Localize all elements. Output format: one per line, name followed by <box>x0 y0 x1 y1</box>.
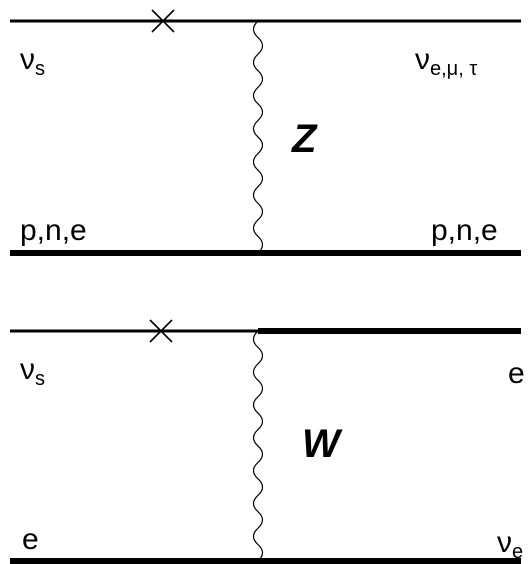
bottom-outgoing-electron-label: e <box>508 357 525 390</box>
mixing-cross-icon <box>149 319 173 343</box>
bottom-incoming-electron-label: e <box>22 523 39 556</box>
z-boson-label: Z <box>291 117 318 161</box>
top-incoming-neutrino-label: νs <box>20 43 45 80</box>
bottom-incoming-neutrino-label: νs <box>20 353 45 390</box>
w-boson-label: W <box>302 422 343 466</box>
z-boson-propagator <box>252 20 264 254</box>
top-outgoing-fermion-label: p,n,e <box>431 214 498 247</box>
w-exchange-diagram: νs e W e νe <box>10 319 525 564</box>
w-boson-propagator <box>252 330 264 562</box>
z-exchange-diagram: νs νe,μ, τ Z p,n,e p,n,e <box>10 9 521 256</box>
mixing-cross-icon <box>151 9 175 33</box>
top-outgoing-neutrino-label: νe,μ, τ <box>415 43 477 80</box>
bottom-outgoing-neutrino-label: νe <box>497 526 523 563</box>
top-incoming-fermion-label: p,n,e <box>20 214 87 247</box>
